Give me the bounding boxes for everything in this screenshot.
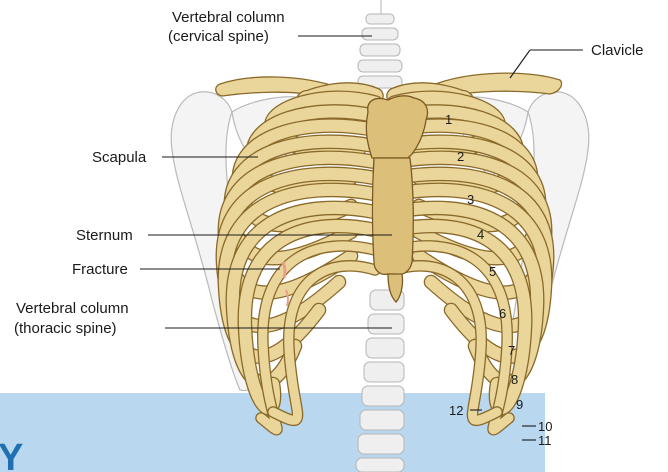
cervical-spine-label-line2: (cervical spine) — [168, 28, 269, 45]
rib-number-9: 9 — [516, 397, 523, 412]
rib-number-4: 4 — [477, 227, 484, 242]
rib-number-10: 10 — [538, 419, 552, 434]
thoracic-spine-label-line2: (thoracic spine) — [14, 320, 117, 337]
rib-number-8: 8 — [511, 372, 518, 387]
cervical-spine-label-line1: Vertebral column — [172, 9, 285, 26]
scapula-label: Scapula — [92, 149, 147, 166]
rib-number-6: 6 — [499, 306, 506, 321]
rib-number-3: 3 — [467, 192, 474, 207]
rib-number-5: 5 — [489, 264, 496, 279]
fracture-label: Fracture — [72, 261, 128, 278]
rib-number-2: 2 — [457, 149, 464, 164]
rib-number-1: 1 — [445, 112, 452, 127]
sternum-body — [373, 158, 414, 275]
rib-number-11: 11 — [538, 433, 552, 448]
sternum-label: Sternum — [76, 227, 133, 244]
rib-number-7: 7 — [508, 343, 515, 358]
thoracic-spine-label-line1: Vertebral column — [16, 300, 129, 317]
rib-number-12: 12 — [449, 403, 463, 418]
clavicle-label: Clavicle — [591, 42, 644, 59]
banner-letter: Y — [0, 437, 23, 472]
